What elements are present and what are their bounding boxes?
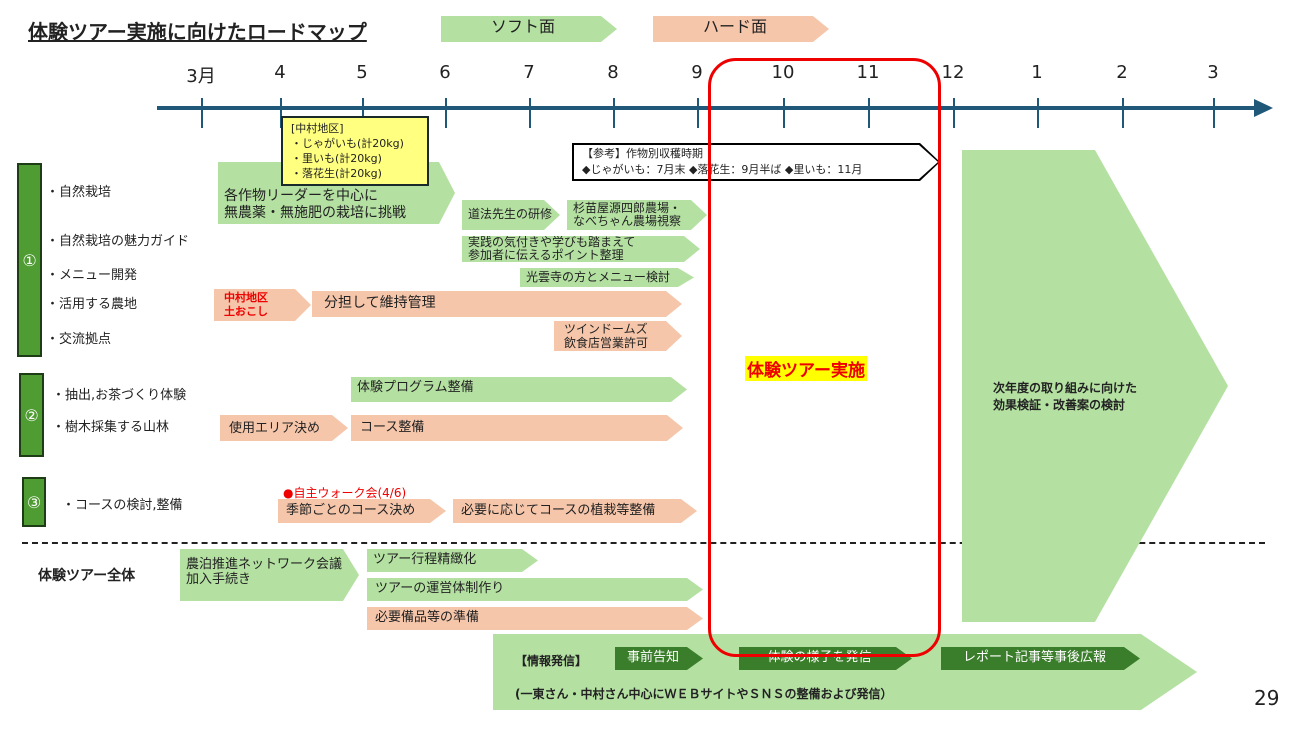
task-line: 実践の気付きや学びも踏まえて	[468, 236, 636, 249]
task-tilling: 中村地区土おこし	[214, 289, 311, 321]
item-label: ・自然栽培	[46, 185, 112, 200]
item-label: ・メニュー開発	[46, 268, 138, 283]
task-line: 中村地区	[224, 291, 268, 304]
timeline-tick	[1037, 98, 1039, 128]
task-course-dev: コース整備	[351, 415, 683, 441]
task-equipment: 必要備品等の準備	[367, 607, 703, 630]
task-area: 使用エリア決め	[220, 415, 348, 441]
note-item: ・じゃがいも(計20kg)	[291, 137, 404, 150]
tour-whole-label: 体験ツアー全体	[38, 568, 136, 584]
item-label: ・樹木採集する山林	[52, 420, 170, 435]
task-planting: 必要に応じてコースの植栽等整備	[453, 499, 697, 523]
page-number: 29	[1254, 686, 1280, 710]
task-training: 道法先生の研修	[462, 200, 560, 230]
month-label: 3	[1207, 62, 1219, 83]
month-label: 4	[274, 62, 286, 83]
item-label: ・抽出,お茶づくり体験	[52, 388, 187, 403]
implementation-frame	[708, 58, 941, 657]
legend-soft: ソフト面	[441, 16, 617, 42]
section-1-badge: ①	[17, 163, 42, 357]
next-year-line: 効果検証・改善案の検討	[993, 398, 1126, 412]
month-label: 7	[523, 62, 535, 83]
implementation-label: 体験ツアー実施	[745, 356, 867, 381]
yellow-note: [中村地区] ・じゃがいも(計20kg) ・里いも(計20kg) ・落花生(計2…	[281, 116, 429, 186]
walk-event: ●自主ウォーク会(4/6)	[283, 486, 407, 500]
month-label: 12	[941, 62, 965, 83]
info-arrow	[493, 634, 1197, 710]
info-note: (一東さん・中村さん中心にＷＥＢサイトやＳＮＳの整備および発信）	[515, 687, 893, 701]
task-menu: 光雲寺の方とメニュー検討	[520, 268, 694, 287]
month-label: 6	[439, 62, 451, 83]
info-step: 体験の様子を発信	[739, 647, 912, 670]
reference-box: 【参考】作物別収穫時期 ◆じゃがいも：7月末 ◆落花生：9月半ば ◆里いも：11…	[572, 143, 940, 181]
task-line: 無農薬・無施肥の栽培に挑戦	[224, 205, 406, 221]
section-2-badge: ②	[19, 373, 44, 457]
timeline-tick	[280, 98, 282, 128]
month-label: 5	[356, 62, 368, 83]
item-label: ・交流拠点	[46, 332, 112, 347]
task-line: 農泊推進ネットワーク会議	[186, 557, 343, 572]
timeline-tick	[783, 98, 785, 128]
task-line: 加入手続き	[186, 572, 252, 587]
month-label: 3月	[186, 66, 216, 87]
timeline-tick	[613, 98, 615, 128]
task-line: なべちゃん農場視察	[573, 214, 682, 228]
task-line: ツインドームズ	[564, 322, 648, 336]
timeline-tick	[529, 98, 531, 128]
item-label: ・コースの検討,整備	[62, 498, 183, 513]
task-line: 各作物リーダーを中心に	[224, 188, 378, 204]
task-operation: ツアーの運営体制作り	[367, 578, 703, 601]
item-label: ・活用する農地	[46, 297, 138, 312]
reference-title: 【参考】作物別収穫時期	[582, 147, 703, 160]
task-line: 杉苗屋源四郎農場・	[573, 201, 682, 215]
task-itinerary: ツアー行程精緻化	[367, 549, 538, 572]
month-label: 9	[691, 62, 703, 83]
timeline-tick	[1122, 98, 1124, 128]
task-guide-points: 実践の気付きや学びも踏まえて参加者に伝えるポイント整理	[462, 236, 700, 262]
legend-hard: ハード面	[653, 16, 829, 42]
month-label: 8	[607, 62, 619, 83]
next-year-line: 次年度の取り組みに向けた	[993, 381, 1138, 395]
next-year-arrow: 次年度の取り組みに向けた 効果検証・改善案の検討	[962, 150, 1228, 622]
timeline-tick	[868, 98, 870, 128]
timeline-tick	[697, 98, 699, 128]
note-item: ・里いも(計20kg)	[291, 152, 382, 165]
reference-body: ◆じゃがいも：7月末 ◆落花生：9月半ば ◆里いも：11月	[582, 163, 863, 176]
timeline-tick	[953, 98, 955, 128]
slide-title: 体験ツアー実施に向けたロードマップ	[28, 20, 367, 44]
info-label: 【情報発信】	[515, 654, 588, 668]
task-line: 土おこし	[224, 305, 268, 318]
task-season-course: 季節ごとのコース決め	[278, 499, 446, 523]
timeline-tick	[362, 98, 364, 128]
divider-dashed	[22, 542, 1265, 544]
task-line: 参加者に伝えるポイント整理	[468, 248, 624, 262]
timeline-arrowhead	[1254, 99, 1273, 117]
timeline-tick	[1213, 98, 1215, 128]
timeline-tick	[201, 98, 203, 128]
item-label: ・自然栽培の魅力ガイド	[46, 234, 190, 249]
task-farm-visit: 杉苗屋源四郎農場・なべちゃん農場視察	[567, 200, 707, 230]
timeline-tick	[445, 98, 447, 128]
note-title: [中村地区]	[291, 122, 344, 135]
task-network: 農泊推進ネットワーク会議加入手続き	[180, 549, 359, 601]
month-label: 2	[1116, 62, 1128, 83]
month-label: 10	[771, 62, 795, 83]
month-label: 11	[856, 62, 880, 83]
section-3-badge: ③	[22, 477, 46, 527]
info-step: 事前告知	[615, 647, 703, 670]
info-step: レポート記事等事後広報	[941, 647, 1140, 670]
task-restaurant: ツインドームズ飲食店営業許可	[554, 321, 682, 351]
task-maintenance: 分担して維持管理	[312, 291, 682, 317]
task-line: 飲食店営業許可	[564, 336, 649, 350]
task-program: 体験プログラム整備	[351, 377, 687, 402]
note-item: ・落花生(計20kg)	[291, 167, 382, 180]
month-label: 1	[1031, 62, 1043, 83]
